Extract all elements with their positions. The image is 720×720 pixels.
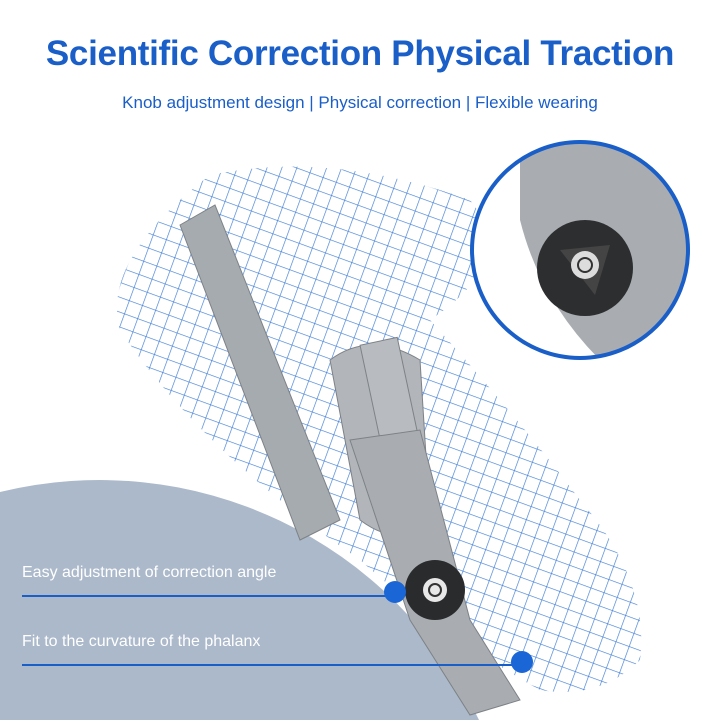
detail-inset (472, 142, 688, 358)
feature-label-1: Easy adjustment of correction angle (22, 564, 277, 581)
detail-inset-border (470, 140, 690, 360)
knob-icon (405, 560, 465, 620)
page-subtitle: Knob adjustment design | Physical correc… (122, 93, 598, 112)
feature-dot-2 (511, 651, 533, 673)
feature-label-2: Fit to the curvature of the phalanx (22, 633, 261, 650)
page-title: Scientific Correction Physical Traction (45, 34, 675, 73)
grey-panel-shape (0, 480, 479, 720)
feature-dot-1 (384, 581, 406, 603)
